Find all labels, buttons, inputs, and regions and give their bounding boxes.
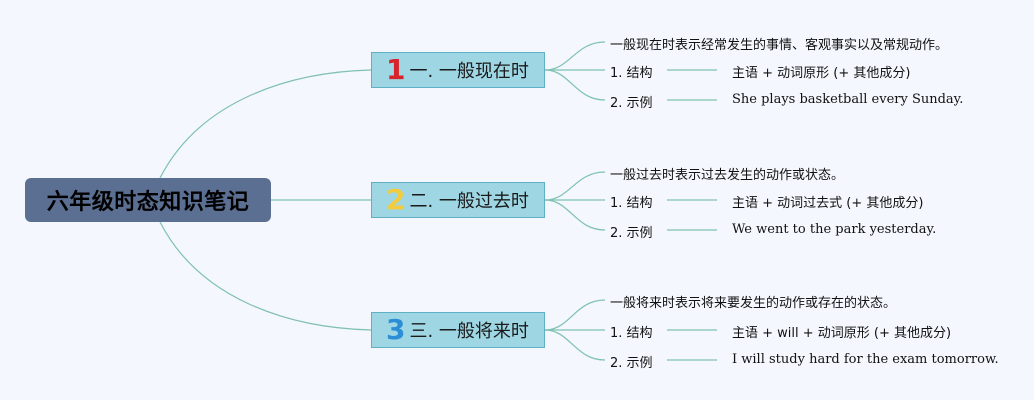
branch-3-structure-label[interactable]: 1. 结构	[610, 326, 653, 341]
branch-1-example-value[interactable]: She plays basketball every Sunday.	[732, 92, 964, 107]
root-topic[interactable]: 六年级时态知识笔记	[25, 178, 271, 222]
connector-b2-desc	[544, 171, 606, 201]
connector-b1-desc	[544, 41, 606, 71]
branch-1-structure-value[interactable]: 主语 + 动词原形 (+ 其他成分)	[732, 66, 911, 81]
number-3-icon: 3	[386, 313, 406, 346]
branch-title: 三. 一般将来时	[409, 321, 529, 342]
branch-2-example-value[interactable]: We went to the park yesterday.	[732, 222, 937, 237]
branch-simple-future[interactable]: 3 三. 一般将来时	[371, 312, 545, 348]
connector-root-branch-1	[159, 69, 372, 179]
branch-title: 二. 一般过去时	[409, 191, 529, 212]
branch-simple-past[interactable]: 2 二. 一般过去时	[371, 182, 545, 218]
connector-b1-example	[544, 69, 606, 101]
branch-2-description[interactable]: 一般过去时表示过去发生的动作或状态。	[610, 168, 845, 183]
number-1-icon: 1	[386, 53, 406, 86]
branch-3-structure-value[interactable]: 主语 + will + 动词原形 (+ 其他成分)	[732, 326, 952, 341]
branch-2-structure-label[interactable]: 1. 结构	[610, 196, 653, 211]
branch-2-example-label[interactable]: 2. 示例	[610, 226, 653, 241]
branch-1-structure-label[interactable]: 1. 结构	[610, 66, 653, 81]
connector-b3-example	[544, 329, 606, 361]
branch-1-description[interactable]: 一般现在时表示经常发生的事情、客观事实以及常规动作。	[610, 38, 949, 53]
branch-1-example-label[interactable]: 2. 示例	[610, 96, 653, 111]
branch-simple-present[interactable]: 1 一. 一般现在时	[371, 52, 545, 88]
connector-b3-desc	[544, 299, 606, 331]
branch-3-description[interactable]: 一般将来时表示将来要发生的动作或存在的状态。	[610, 296, 897, 311]
number-2-icon: 2	[386, 183, 406, 216]
connector-b2-example	[544, 199, 606, 231]
connector-root-branch-3	[159, 221, 372, 331]
branch-title: 一. 一般现在时	[409, 61, 529, 82]
branch-3-example-value[interactable]: I will study hard for the exam tomorrow.	[732, 352, 999, 367]
branch-2-structure-value[interactable]: 主语 + 动词过去式 (+ 其他成分)	[732, 196, 924, 211]
branch-3-example-label[interactable]: 2. 示例	[610, 356, 653, 371]
